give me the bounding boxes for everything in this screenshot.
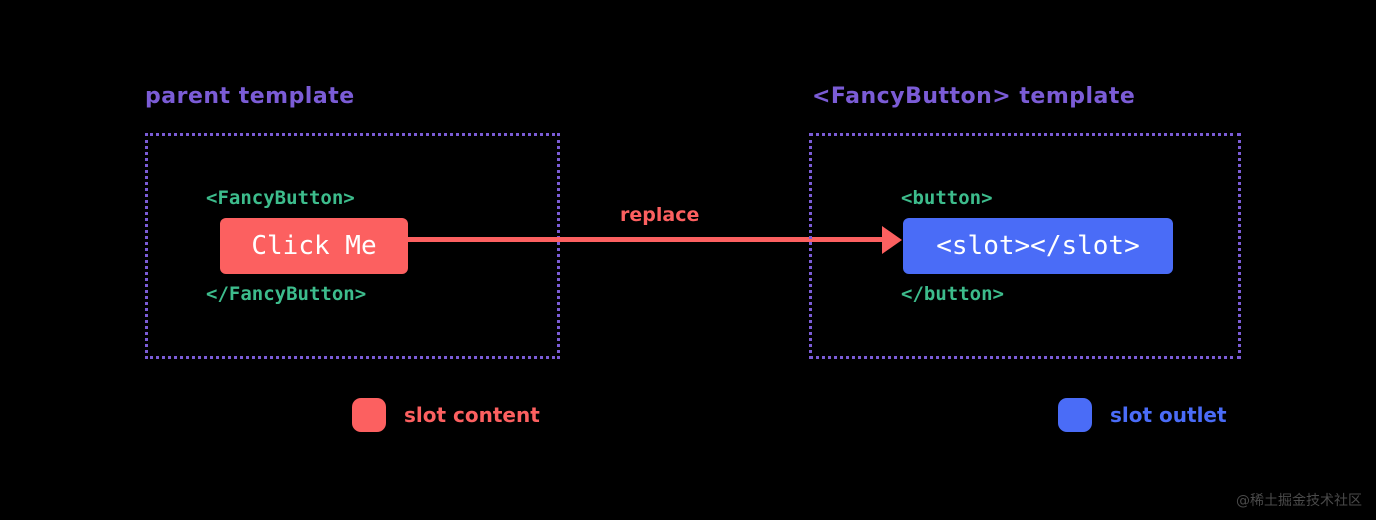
arrow-head-icon (882, 226, 902, 254)
child-template-panel: <button> <slot></slot> </button> (809, 133, 1241, 359)
slot-content-swatch-icon (352, 398, 386, 432)
replace-label: replace (620, 204, 700, 226)
legend-item-slot-outlet: slot outlet (1058, 398, 1227, 432)
button-close-tag: </button> (901, 283, 1004, 305)
legend-label-slot-outlet: slot outlet (1110, 403, 1227, 427)
slot-outlet-swatch-icon (1058, 398, 1092, 432)
replace-arrow: replace (405, 196, 905, 266)
slot-content-pill: Click Me (220, 218, 408, 274)
button-open-tag: <button> (901, 187, 993, 209)
fancybutton-close-tag: </FancyButton> (206, 283, 367, 305)
child-template-caption: <FancyButton> template (812, 84, 1136, 109)
parent-template-caption: parent template (145, 84, 355, 109)
legend-label-slot-content: slot content (404, 403, 540, 427)
parent-template-content: <FancyButton> Click Me </FancyButton> (148, 136, 557, 356)
fancybutton-open-tag: <FancyButton> (206, 187, 355, 209)
arrow-line (405, 237, 886, 242)
legend-item-slot-content: slot content (352, 398, 540, 432)
slot-outlet-pill: <slot></slot> (903, 218, 1173, 274)
child-template-content: <button> <slot></slot> </button> (812, 136, 1238, 356)
parent-template-panel: <FancyButton> Click Me </FancyButton> (145, 133, 560, 359)
watermark: @稀土掘金技术社区 (1236, 493, 1362, 509)
